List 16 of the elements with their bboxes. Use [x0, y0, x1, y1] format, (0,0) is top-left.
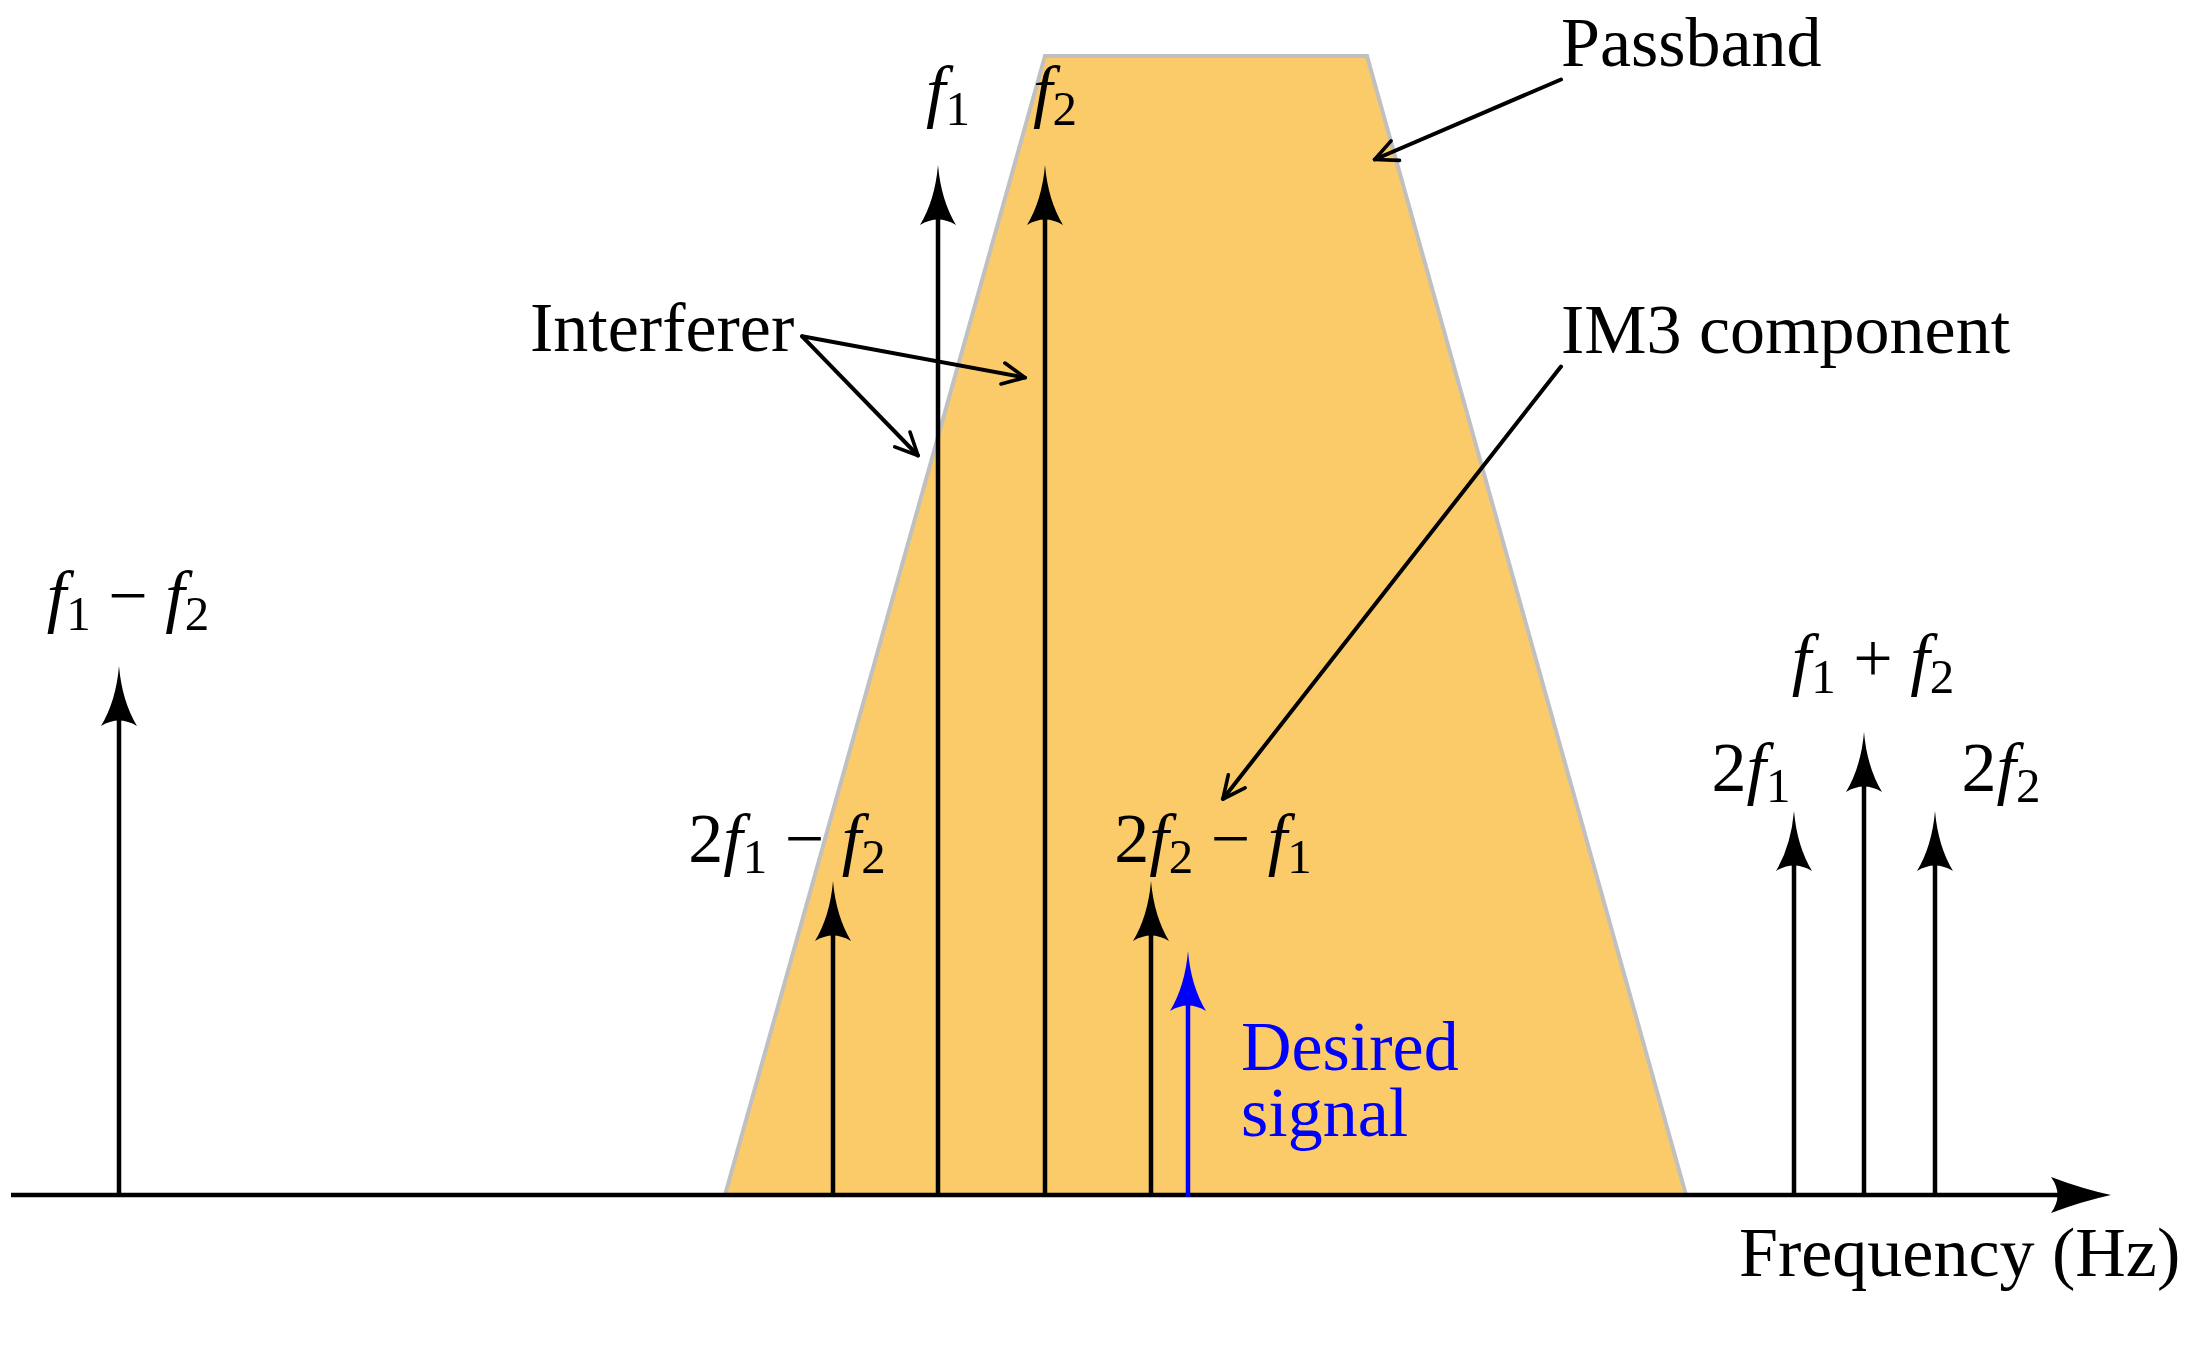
signal-label: Desired signal: [1241, 1014, 1459, 1153]
leader-arrow: [1372, 77, 1563, 163]
component-label: 2f$_{2}$: [1961, 728, 2041, 809]
component-label: f$_{2}$: [1033, 51, 1077, 132]
leader-arrow: [1220, 364, 1563, 801]
component-label: 2f$_{1}$ − f$_{2}$: [688, 799, 886, 880]
axis-title: Frequency (Hz): [1739, 1213, 2181, 1293]
component-label: f$_{1}$ + f$_{2}$: [1791, 619, 1955, 700]
component-label: f$_{1}$: [926, 51, 970, 132]
callout-label: Passband: [1561, 3, 1822, 84]
leader-arrow: [800, 334, 1027, 386]
component-label: 2f$_{1}$: [1711, 728, 1791, 809]
component-label: f$_{1}$ − f$_{2}$: [46, 556, 210, 637]
callout-label: IM3 component: [1561, 290, 2011, 371]
callout-label: Interferer: [530, 288, 795, 369]
component-label: 2f$_{2}$ − f$_{1}$: [1114, 799, 1312, 880]
